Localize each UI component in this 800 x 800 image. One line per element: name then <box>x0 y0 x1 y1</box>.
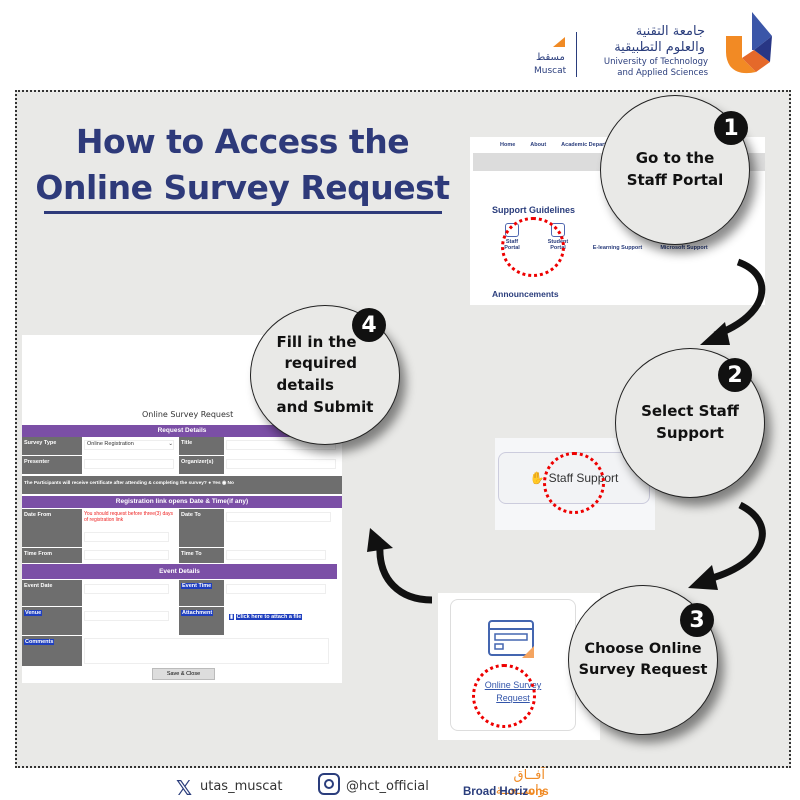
nav-home[interactable]: Home <box>500 142 516 148</box>
attach-file-link[interactable]: ▮ Click here to attach a file <box>229 614 303 620</box>
step-2-text-2: Support <box>656 424 724 442</box>
presenter-label: Presenter <box>22 456 82 474</box>
english-name-1: University of Technology <box>603 57 708 67</box>
step-4-text-3: details <box>276 376 334 394</box>
elearning-support-link[interactable]: E-learning Support <box>590 245 645 251</box>
title-label: Title <box>179 437 224 455</box>
instagram-handle[interactable]: @hct_official <box>346 779 429 794</box>
arabic-name-2: والعلوم التطبيقية <box>614 40 705 55</box>
yes-radio[interactable]: Yes <box>212 481 221 486</box>
step-3-text-2: Survey Request <box>578 662 708 678</box>
announcements-heading: Announcements <box>492 289 559 299</box>
university-logo: مسقط Muscat جامعة التقنية والعلوم التطبي… <box>530 10 780 78</box>
organizer-input[interactable] <box>226 459 336 469</box>
title-input[interactable] <box>226 440 336 450</box>
muscat-mark-icon <box>553 37 565 47</box>
event-time-label: Event Time <box>179 580 224 606</box>
comments-textarea[interactable] <box>84 638 329 664</box>
highlight-circle <box>501 217 565 277</box>
certificate-row: The Participants will receive certificat… <box>22 476 342 494</box>
step-3-badge: 3 <box>680 603 714 637</box>
slogan-english: Broad Horizons <box>463 786 549 798</box>
survey-form-icon <box>488 620 534 658</box>
handshake-icon: ✋ <box>529 471 545 485</box>
page-title-line2: Online Survey Request <box>35 168 450 207</box>
step-1-text-2: Staff Portal <box>626 171 724 189</box>
event-date-label: Event Date <box>22 580 82 606</box>
english-name-2: and Applied Sciences <box>617 68 708 78</box>
date-to-label: Date To <box>179 509 224 547</box>
save-close-button[interactable]: Save & Close <box>152 668 215 680</box>
step-4-text-4: and Submit <box>276 397 374 416</box>
instagram-icon <box>318 773 340 795</box>
time-to-label: Time To <box>179 548 224 563</box>
date-from-label: Date From <box>22 509 82 547</box>
slogan-arabic: آفــاق واســعــة <box>495 768 545 798</box>
organizer-label: Organizer(s) <box>179 456 224 474</box>
date-from-input[interactable] <box>84 532 169 542</box>
step-4-badge: 4 <box>352 308 386 342</box>
nav-academic[interactable]: Academic Departm <box>561 142 611 148</box>
step-4-text-1: Fill in the <box>276 332 357 351</box>
presenter-input[interactable] <box>84 459 174 469</box>
branch-english: Muscat <box>534 66 567 76</box>
utas-emblem-icon <box>726 12 772 74</box>
step-1-text-1: Go to the <box>635 149 715 168</box>
comments-label: Comments <box>22 636 82 666</box>
step-1-badge: 1 <box>714 111 748 145</box>
event-date-input[interactable] <box>84 584 169 594</box>
time-from-label: Time From <box>22 548 82 563</box>
survey-type-select[interactable]: Online Registration⌄ <box>84 440 174 450</box>
x-icon: 𝕏 <box>176 776 193 800</box>
survey-type-label: Survey Type <box>22 437 82 455</box>
event-time-input[interactable] <box>226 584 326 594</box>
nav-about[interactable]: About <box>530 142 547 148</box>
step-3-text-1: Choose Online <box>584 640 702 657</box>
venue-label: Venue <box>22 607 82 635</box>
attachment-label: Attachment <box>179 607 224 635</box>
date-warning: You should request before three(3) days … <box>84 511 174 523</box>
time-from-input[interactable] <box>84 550 169 560</box>
page-title-line1: How to Access the <box>75 122 410 161</box>
no-radio[interactable]: No <box>227 481 234 486</box>
highlight-circle <box>543 452 605 514</box>
step-2-text-1: Select Staff <box>641 402 739 421</box>
form-heading: Online Survey Request <box>142 410 234 419</box>
arabic-name-1: جامعة التقنية <box>635 24 705 39</box>
step-4-text-2: required <box>284 354 357 373</box>
venue-input[interactable] <box>84 611 169 621</box>
step-2-badge: 2 <box>718 358 752 392</box>
survey-form-screenshot: Online Survey Request Request Details Su… <box>22 335 342 683</box>
elearning-label: E-learning Support <box>592 245 643 251</box>
microsoft-support-link[interactable]: Microsoft Support <box>659 245 709 251</box>
branch-arabic: مسقط <box>536 52 565 63</box>
time-to-input[interactable] <box>226 550 326 560</box>
highlight-circle <box>472 664 536 728</box>
registration-bar: Registration link opens Date & Time(if a… <box>22 496 342 508</box>
title-underline <box>44 211 442 214</box>
x-handle[interactable]: utas_muscat <box>200 779 283 794</box>
logo-divider <box>576 32 577 77</box>
request-details-bar: Request Details <box>22 425 342 437</box>
date-to-input[interactable] <box>226 512 331 522</box>
microsoft-label: Microsoft Support <box>660 245 708 251</box>
support-guidelines-heading: Support Guidelines <box>492 205 576 215</box>
event-details-bar: Event Details <box>22 564 337 579</box>
